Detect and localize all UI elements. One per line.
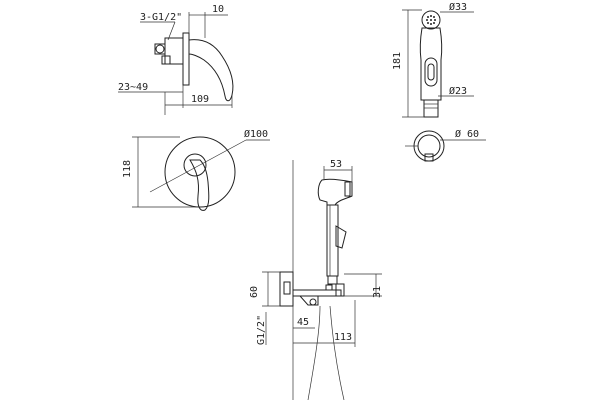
outlet-valve [298,295,319,306]
dim-23-49-label: 23~49 [118,82,148,93]
cartridge-cap [183,153,207,177]
connector-pipe [292,289,342,297]
inlet-nipple [154,43,166,55]
dim-45-label: 45 [297,317,309,328]
mixer-front-view: Ø100 118 [122,128,270,211]
hose [307,305,321,400]
dim-10-label: 10 [212,4,224,15]
mixer-top-view: 10 3-G1/2" 23~49 109 [118,4,234,115]
holder-outlet [424,153,434,162]
dim-53-label: 53 [330,159,342,170]
inlet-nipple-end [155,44,165,54]
shower-head-face [421,10,441,30]
inlet-lower [161,55,171,65]
side-shower-nozzle [344,181,351,197]
diameter-33-label: Ø33 [449,1,467,13]
dim-181-label: 181 [392,52,403,70]
diameter-100-label: Ø100 [244,128,268,140]
thread-label-g12: G1/2" [256,315,267,345]
spray-holes [426,15,436,25]
dim-118-label: 118 [122,160,133,178]
dim-60-label: 60 [249,286,260,298]
side-shower-head [317,178,353,206]
valve-body [164,37,184,65]
diameter-60-label: Ø 60 [455,128,479,140]
hand-shower-view: 181 Ø33 Ø23 [392,1,474,118]
dim-31-label: 31 [372,286,383,298]
holder-view: Ø 60 [405,128,486,162]
hand-shower-body [419,27,443,101]
handle-end [423,99,439,118]
wall-plate [182,32,190,86]
side-handle-end [327,275,338,285]
hose [329,305,345,400]
diameter-line [149,139,247,193]
thread-label: 3-G1/2" [140,12,182,23]
pipe-fitting [325,284,333,291]
outlet-valve-knob [309,298,317,306]
trigger-slot [424,57,438,87]
mixer-lever [188,39,234,102]
front-lever [189,159,210,211]
side-assembly-view: 53 60 31 G1/2" 45 113 [249,159,383,400]
cover-plate [164,136,236,208]
holder-box-inner [283,281,291,295]
holder-box [279,271,294,307]
trigger [427,63,435,81]
dim-113-label: 113 [334,332,352,343]
leader-line [167,21,176,41]
side-trigger [335,225,347,249]
hose-fitting [335,283,345,297]
dim-109-label: 109 [191,94,209,105]
side-shower-handle [326,204,339,277]
diameter-23-label: Ø23 [449,85,467,97]
